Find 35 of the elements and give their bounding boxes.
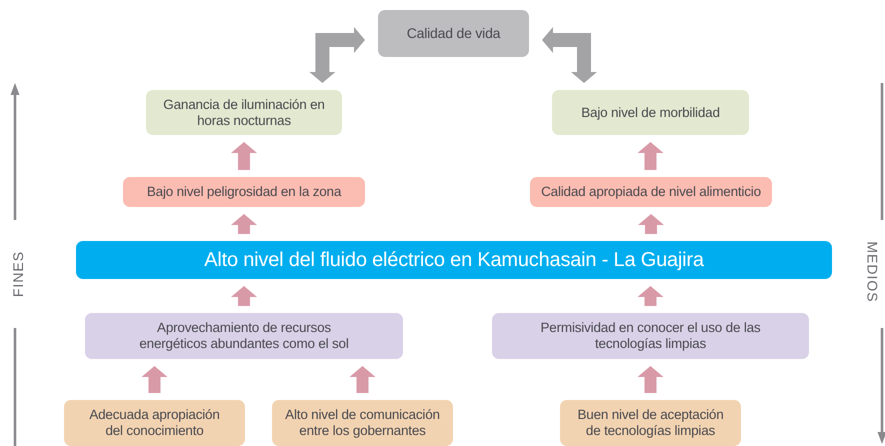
block-arrow xyxy=(638,214,664,234)
node-text: Permisividad en conocer el uso de las tecnologías limpias xyxy=(540,320,762,352)
node-text: Calidad apropiada de nivel alimenticio xyxy=(541,184,761,200)
goal-banner xyxy=(76,241,832,279)
effect-box xyxy=(530,177,772,207)
cause-box xyxy=(64,400,245,446)
node-text: Ganancia de iluminación en horas nocturnas xyxy=(162,96,326,128)
node-text: Alto nivel del fluido eléctrico en Kamuchasain - La Guajira xyxy=(204,248,704,272)
axis-label: FINES xyxy=(10,250,26,298)
block-arrow xyxy=(350,366,376,393)
cause-box xyxy=(272,400,453,446)
means-box xyxy=(492,313,809,359)
block-arrow xyxy=(231,142,257,170)
block-arrow xyxy=(231,214,257,234)
node-text: Adecuada apropiación del conocimiento xyxy=(88,407,221,439)
cause-box xyxy=(560,400,741,446)
node-text: Bajo nivel peligrosidad en la zona xyxy=(146,184,342,200)
node-text: Bajo nivel de morbilidad xyxy=(581,104,720,120)
node-text: Calidad de vida xyxy=(406,25,500,42)
result-box xyxy=(378,10,529,57)
means-box xyxy=(85,313,403,359)
block-arrow xyxy=(142,366,168,393)
effect-box xyxy=(123,177,365,207)
end-box xyxy=(146,90,342,135)
block-arrow xyxy=(231,286,257,306)
elbow-arrow xyxy=(309,27,365,83)
block-arrow xyxy=(638,366,664,393)
node-text: Buen nivel de aceptación de tecnologías limpias xyxy=(576,407,725,439)
axis-label: MEDIOS xyxy=(865,241,881,303)
node-text: Aprovechamiento de recursos energéticos abundantes como el sol xyxy=(138,320,350,352)
end-box xyxy=(552,90,749,135)
block-arrow xyxy=(638,142,664,170)
elbow-arrow xyxy=(542,27,597,83)
block-arrow xyxy=(638,286,664,306)
node-text: Alto nivel de comunicación entre los gobernantes xyxy=(284,407,441,439)
